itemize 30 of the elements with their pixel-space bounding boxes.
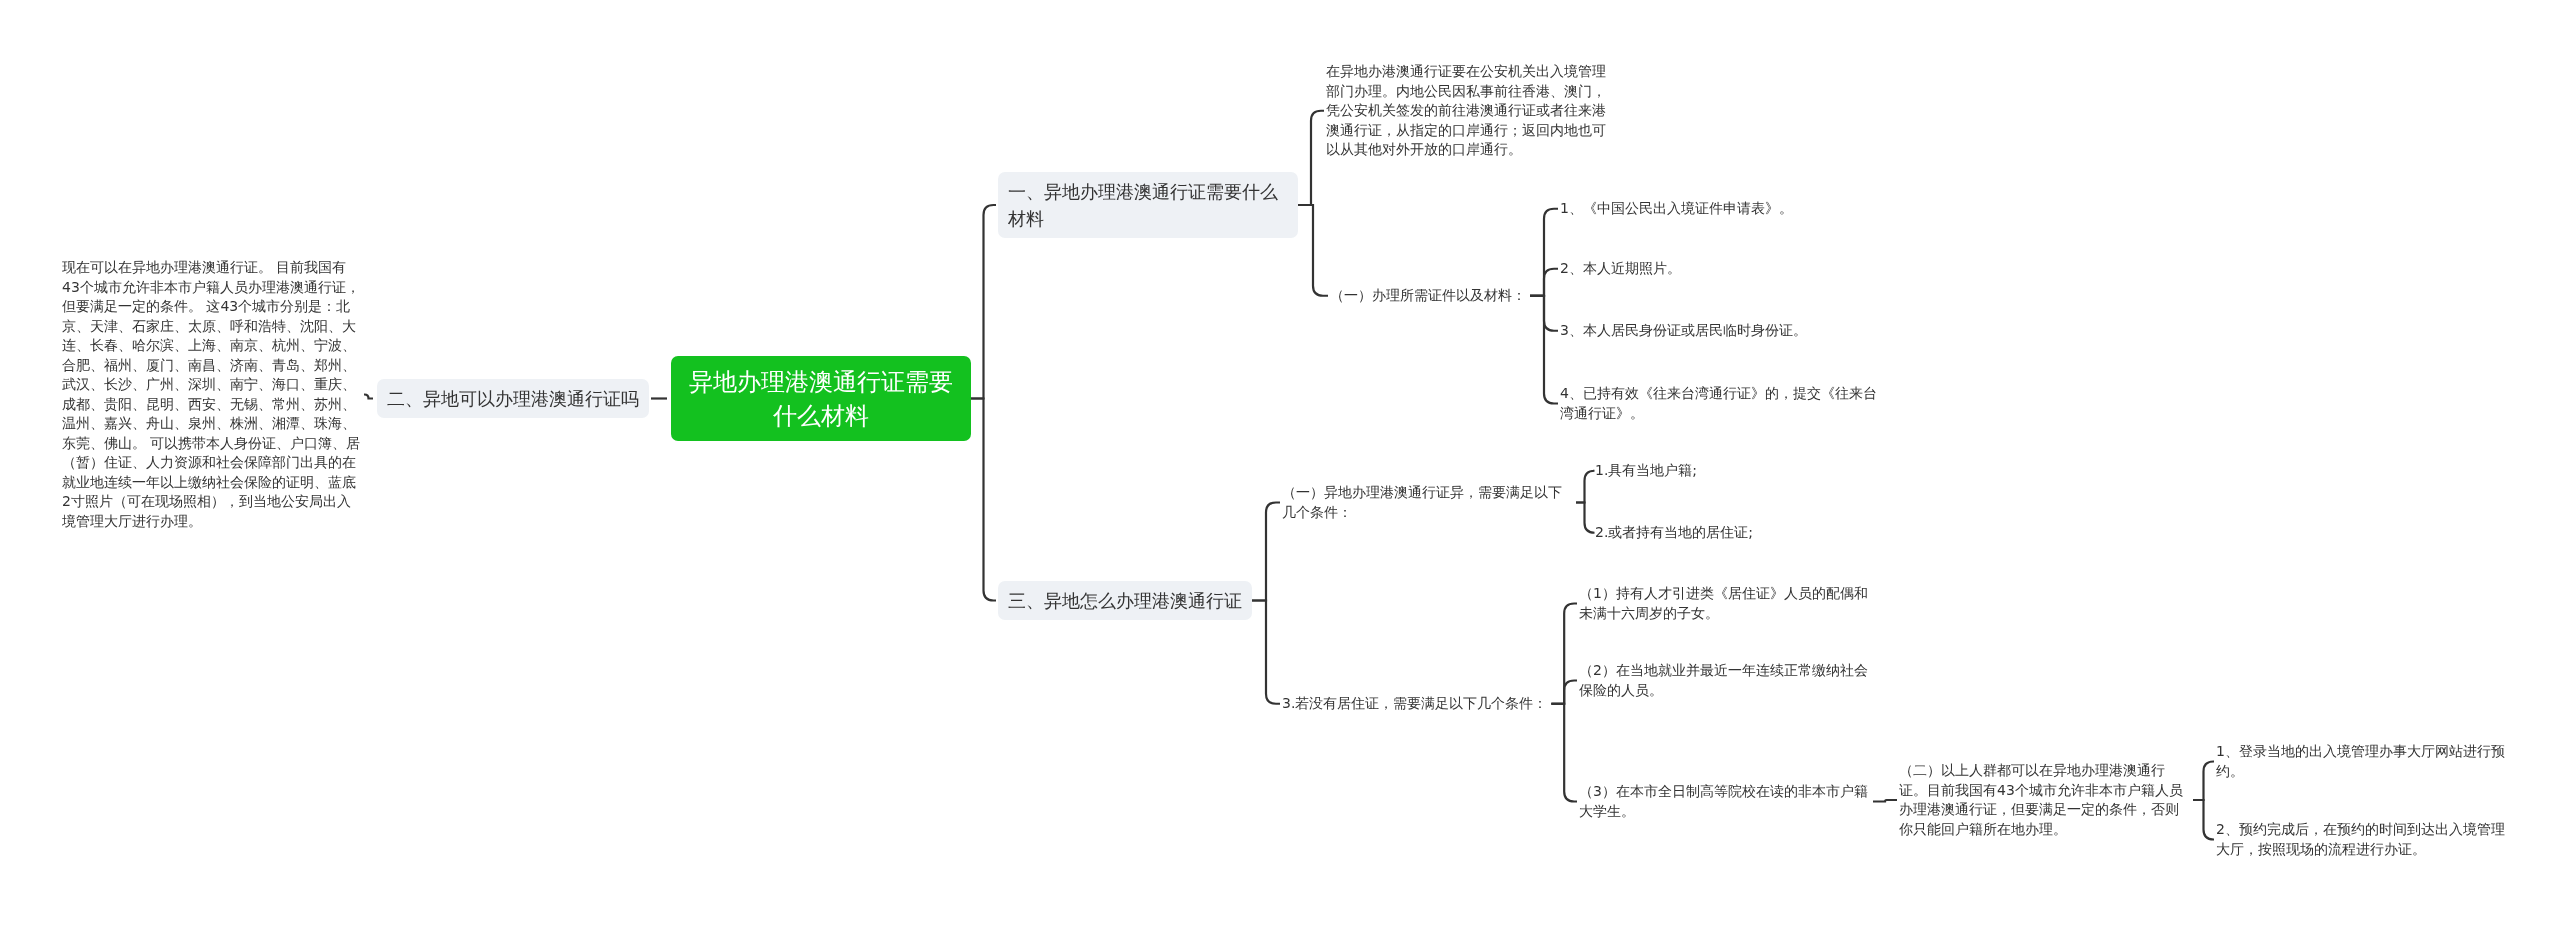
connector-line: [1873, 798, 1897, 803]
topic-text: 2、预约完成后，在预约的时间到达出入境管理大厅，按照现场的流程进行办证。: [2216, 820, 2506, 859]
topic-text: 1.具有当地户籍;: [1595, 461, 1698, 481]
branch-topic-box: 一、异地办理港澳通行证需要什么材料: [998, 172, 1298, 238]
topic-text: 3、本人居民身份证或居民临时身份证。: [1560, 321, 1807, 341]
connector-line: [1576, 501, 1596, 534]
topic-text: （二）以上人群都可以在异地办理港澳通行证。目前我国有43个城市允许非本市户籍人员办理港澳通行证，但要满足一定的条件，否则你只能回户籍所在地办理。: [1899, 761, 2189, 839]
connector-line: [363, 393, 373, 400]
connector-line: [1551, 702, 1577, 803]
connector-line: [1252, 599, 1280, 705]
branch-topic-box: 三、异地怎么办理港澳通行证: [998, 581, 1252, 620]
topic-text: 现在可以在异地办理港澳通行证。 目前我国有43个城市允许非本市户籍人员办理港澳通行证，但要满足一定的条件。 这43个城市分别是：北京、天津、石家庄、太原、呼和浩特、沈阳、大连、长春、哈尔滨、上海、南京、杭州、宁波、合肥、福州、厦门、南昌、济南、青岛、郑州、武汉、长沙、广州、深圳、南宁、海口、重庆、成都、贵阳、昆明、西安、无锡、常州、苏州、温州、嘉兴、舟山、泉州、株洲、湘潭、珠海、东莞、佛山。 可以携带本人身份证、户口簿、居（暂）住证、人力资源和社会保障部门出具的在就业地连续一年以上缴纳社会保险的证明、蓝底2寸照片（可在现场照相），到当地公安局出入境管理大厅进行办理。: [62, 258, 362, 531]
topic-text: 3.若没有居住证，需要满足以下几个条件：: [1282, 694, 1548, 714]
topic-text: 1、《中国公民出入境证件申请表》。: [1560, 199, 1793, 219]
central-topic-box: 异地办理港澳通行证需要什么材料: [671, 356, 971, 441]
topic-text: （2）在当地就业并最近一年连续正常缴纳社会保险的人员。: [1579, 661, 1879, 700]
topic-text: （1）持有人才引进类《居住证》人员的配偶和未满十六周岁的子女。: [1579, 584, 1879, 623]
connector-line: [1530, 294, 1558, 405]
connector-line: [2193, 798, 2215, 841]
topic-text: （一）异地办理港澳通行证异，需要满足以下几个条件：: [1282, 483, 1572, 522]
connector-line: [971, 397, 996, 602]
topic-text: 4、已持有效《往来台湾通行证》的，提交《往来台湾通行证》。: [1560, 384, 1880, 423]
connector-line: [651, 397, 667, 400]
branch-topic-box: 二、异地可以办理港澳通行证吗: [377, 379, 649, 418]
topic-text: 2、本人近期照片。: [1560, 259, 1681, 279]
topic-text: 1、登录当地的出入境管理办事大厅网站进行预约。: [2216, 742, 2506, 781]
topic-text: （3）在本市全日制高等院校在读的非本市户籍大学生。: [1579, 782, 1869, 821]
topic-text: 2.或者持有当地的居住证;: [1595, 523, 1754, 543]
topic-text: 在异地办港澳通行证要在公安机关出入境管理部门办理。内地公民因私事前往香港、澳门，凭公安机关签发的前往港澳通行证或者往来港澳通行证，从指定的口岸通行；返回内地也可以从其他对外开放的口岸通行。: [1326, 62, 1618, 160]
topic-text: （一）办理所需证件以及材料：: [1330, 286, 1526, 306]
